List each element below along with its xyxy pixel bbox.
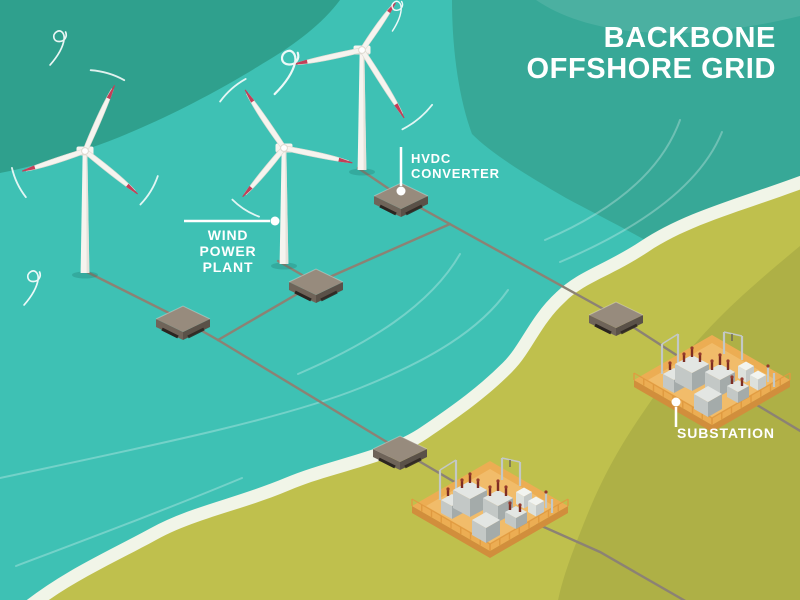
wind-swirl-icon bbox=[49, 30, 68, 66]
title-line2: OFFSHORE GRID bbox=[526, 53, 776, 85]
blade-motion-arc-icon bbox=[139, 175, 159, 206]
wave-line-icon bbox=[559, 131, 723, 263]
blade-motion-arc-icon bbox=[401, 103, 434, 131]
wind-turbine-icon bbox=[293, 2, 434, 176]
power-cable bbox=[314, 222, 452, 285]
blade-motion-arc-icon bbox=[89, 69, 126, 82]
wave-line-icon bbox=[15, 477, 243, 567]
wave-line-icon bbox=[544, 119, 681, 241]
substation-icon bbox=[411, 457, 569, 558]
wind-line3: PLANT bbox=[202, 259, 254, 275]
sea-dark-patch bbox=[0, 0, 340, 173]
wind-turbine-icon bbox=[11, 69, 159, 279]
wind-turbines bbox=[11, 2, 434, 279]
page-title: BACKBONE OFFSHORE GRID bbox=[527, 23, 776, 85]
wave-lines bbox=[0, 119, 723, 567]
callout-substation: SUBSTATION bbox=[677, 425, 775, 441]
wind-line1: WIND bbox=[207, 227, 249, 243]
converter-platform-icon bbox=[372, 435, 428, 470]
substation-label: SUBSTATION bbox=[677, 425, 775, 441]
converter-platform-icon bbox=[588, 301, 644, 336]
blade-motion-arc-icon bbox=[219, 78, 247, 103]
label-leader-lines bbox=[184, 147, 681, 427]
callout-hvdc-converter: HVDC CONVERTER bbox=[411, 151, 500, 181]
converter-platform-icon bbox=[155, 305, 211, 340]
wind-swirl-icons bbox=[23, 0, 404, 306]
land-shade bbox=[558, 246, 800, 600]
blade-motion-arc-icon bbox=[11, 166, 27, 199]
hvdc-line1: HVDC bbox=[411, 151, 452, 166]
wind-turbine-icon bbox=[219, 78, 353, 270]
title-line1: BACKBONE bbox=[603, 22, 776, 54]
hvdc-leader-dot bbox=[396, 186, 406, 196]
wind-leader-dot bbox=[270, 216, 280, 226]
sea-medium-patch bbox=[452, 0, 800, 246]
substations bbox=[411, 331, 791, 558]
substation-icon bbox=[633, 331, 791, 432]
hvdc-line2: CONVERTER bbox=[411, 166, 500, 181]
wind-line2: POWER bbox=[199, 243, 257, 259]
converter-platform-icon bbox=[373, 182, 429, 217]
blade-motion-arc-icon bbox=[231, 198, 260, 218]
wave-line-icon bbox=[297, 253, 461, 375]
wind-swirl-icon bbox=[273, 49, 300, 96]
wind-swirl-icon bbox=[23, 270, 42, 306]
converter-platform-icon bbox=[288, 268, 344, 303]
converter-platforms bbox=[155, 182, 644, 470]
substation-leader-dot bbox=[671, 397, 681, 407]
callout-wind-power-plant: WIND POWER PLANT bbox=[182, 227, 274, 275]
wind-swirl-icon bbox=[391, 0, 404, 32]
wave-line-icon bbox=[0, 289, 509, 479]
sea-corner-highlight bbox=[536, 0, 800, 34]
